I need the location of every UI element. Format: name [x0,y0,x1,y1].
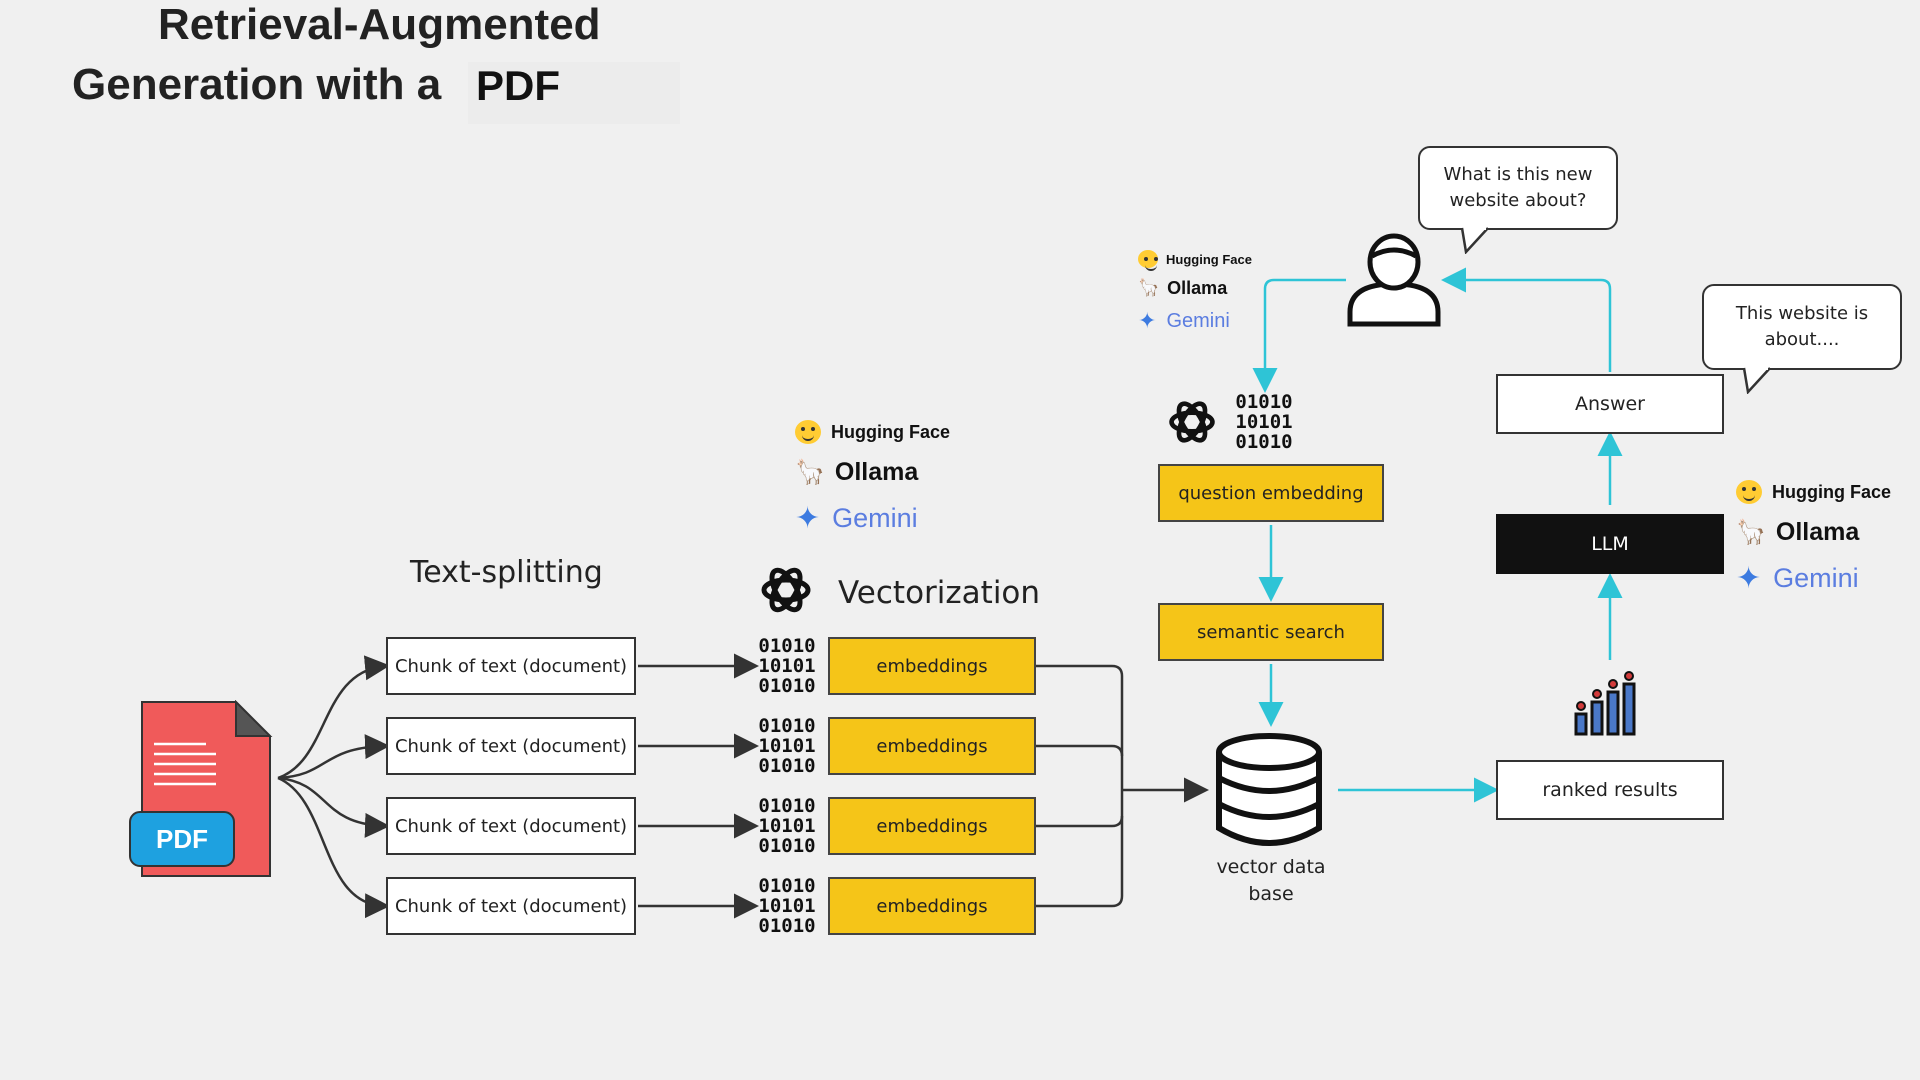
text-splitting-label: Text-splitting [410,555,603,590]
ollama-icon: 🦙 [1736,518,1766,546]
binary-vector-icon: 01010 10101 01010 [1235,391,1293,453]
binary-vector-icon: 01010 10101 01010 [758,795,816,857]
provider-logos-query: Hugging Face 🦙 Ollama ✦ Gemini [1138,246,1252,338]
binary-vector-icon: 01010 10101 01010 [758,635,816,697]
ollama-icon: 🦙 [795,458,825,486]
provider-logos-vectorization: Hugging Face 🦙 Ollama ✦ Gemini [795,414,950,542]
vector-db-label: vector data base [1216,856,1326,905]
openai-icon [1166,396,1218,448]
semantic-search-box: semantic search [1158,603,1384,661]
pdf-file-icon: PDF [128,699,276,880]
title-line-1: Retrieval-Augmented [158,0,601,49]
question-bubble: What is this new website about? [1418,146,1618,230]
binary-vector-icon: 01010 10101 01010 [758,715,816,777]
user-icon [1346,232,1442,328]
gemini-icon: ✦ [795,500,821,536]
answer-bubble: This website is about.... [1702,284,1902,370]
chunk-box-2: Chunk of text (document) [386,717,636,775]
gemini-label: Gemini [1773,562,1859,593]
ollama-label: Ollama [1167,277,1228,298]
vectorization-label: Vectorization [838,575,1041,611]
gemini-icon: ✦ [1736,560,1762,596]
gemini-label: Gemini [1166,309,1230,332]
pdf-badge-label: PDF [156,823,208,854]
chunk-box-1: Chunk of text (document) [386,637,636,695]
gemini-icon: ✦ [1138,308,1157,334]
binary-vector-icon: 01010 10101 01010 [758,875,816,937]
provider-logos-llm: Hugging Face 🦙 Ollama ✦ Gemini [1736,474,1891,602]
embeddings-box-3: embeddings [828,797,1036,855]
hugging-face-icon [1736,480,1762,504]
chunk-to-vector-arrows [638,653,759,919]
embeddings-box-4: embeddings [828,877,1036,935]
ollama-icon: 🦙 [1138,278,1160,298]
hugging-face-label: Hugging Face [1772,481,1892,502]
embeddings-box-1: embeddings [828,637,1036,695]
llm-box: LLM [1496,514,1724,574]
gemini-label: Gemini [832,502,918,533]
openai-icon [758,562,814,618]
query-flow-arrows [1252,267,1623,803]
ranked-results-box: ranked results [1496,760,1724,820]
chunk-box-3: Chunk of text (document) [386,797,636,855]
embeddings-box-2: embeddings [828,717,1036,775]
hugging-face-label: Hugging Face [1166,251,1252,267]
pdf-to-chunk-arrows [277,655,390,919]
database-icon [1214,730,1324,850]
answer-bubble-tail [1742,366,1771,394]
hugging-face-icon [795,420,821,444]
answer-box: Answer [1496,374,1724,434]
ollama-label: Ollama [1775,517,1860,546]
hugging-face-label: Hugging Face [831,421,951,442]
question-embedding-box: question embedding [1158,464,1384,522]
embeddings-merge-lines [1036,664,1124,908]
title-line-2: Generation with a [72,60,442,109]
bar-chart-icon [1572,670,1648,736]
ollama-label: Ollama [834,457,919,486]
question-bubble-tail [1460,226,1489,254]
title-pdf-word: PDF [468,62,680,124]
chunk-box-4: Chunk of text (document) [386,877,636,935]
pdf-document-shape [129,699,273,877]
hugging-face-icon [1138,250,1158,271]
